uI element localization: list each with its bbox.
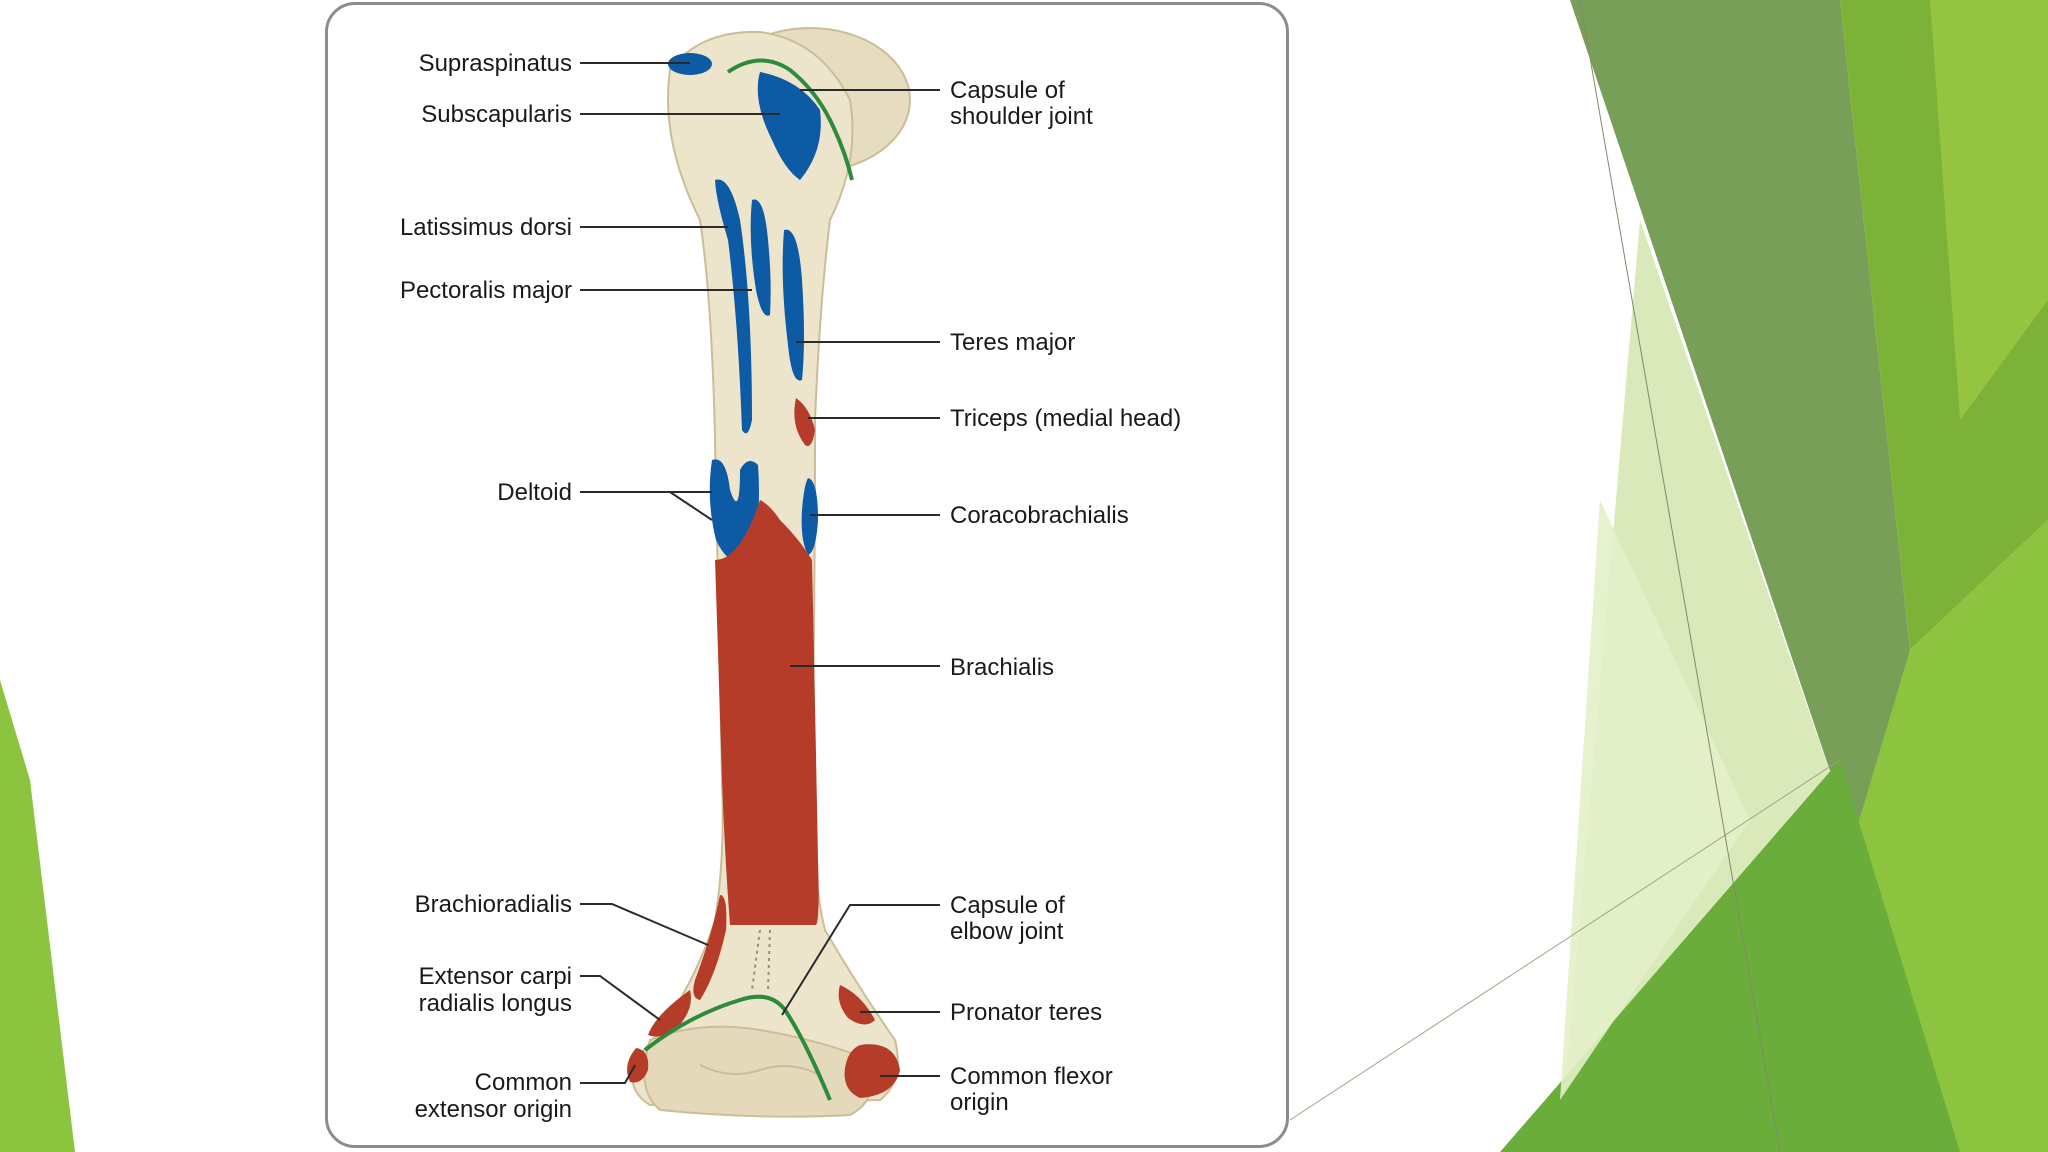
label-capsule-shoulder-line1: Capsule of xyxy=(950,77,1065,104)
thin-accent-line xyxy=(1289,759,1841,1121)
label-supraspinatus: Supraspinatus xyxy=(419,50,572,77)
label-common-flexor-line1: Common flexor xyxy=(950,1063,1113,1090)
label-pectoralis-major: Pectoralis major xyxy=(400,277,572,304)
green-facet-bottom xyxy=(1500,760,1960,1152)
label-ecrl-line2: radialis longus xyxy=(419,990,572,1017)
thin-accent-line xyxy=(1579,0,1781,1152)
label-capsule-elbow-line2: elbow joint xyxy=(950,918,1064,945)
green-facet-yellow xyxy=(1930,0,2048,420)
label-deltoid: Deltoid xyxy=(497,479,572,506)
leader-lines-right xyxy=(781,89,940,1077)
label-common-extensor-line2: extensor origin xyxy=(415,1096,572,1123)
pronator-teres-area xyxy=(838,985,875,1025)
origin-areas xyxy=(627,398,900,1098)
label-teres-major: Teres major xyxy=(950,329,1075,356)
label-capsule-shoulder-line2: shoulder joint xyxy=(950,103,1093,130)
elbow-dotted-fossa xyxy=(751,929,771,991)
label-brachioradialis: Brachioradialis xyxy=(415,891,572,918)
brachialis-area xyxy=(715,500,819,925)
brachioradialis-area xyxy=(693,895,727,1000)
label-common-flexor-line2: origin xyxy=(950,1089,1009,1116)
left-green-strip xyxy=(0,680,75,1152)
elbow-capsule-line xyxy=(643,994,832,1101)
common-flexor-area xyxy=(844,1044,900,1098)
label-coracobrachialis: Coracobrachialis xyxy=(950,502,1129,529)
label-subscapularis: Subscapularis xyxy=(421,101,572,128)
green-facet-pale xyxy=(1560,500,1750,1100)
pectoralis-major-area xyxy=(750,199,771,316)
leader-lines-left xyxy=(580,62,780,1084)
subscapularis-area xyxy=(757,72,821,180)
ecrl-area xyxy=(648,990,691,1037)
label-capsule-elbow-line1: Capsule of xyxy=(950,892,1065,919)
label-triceps-medial: Triceps (medial head) xyxy=(950,405,1181,432)
shoulder-capsule-line xyxy=(726,58,854,181)
label-common-extensor-line1: Common xyxy=(475,1069,572,1096)
label-ecrl-line1: Extensor carpi xyxy=(419,963,572,990)
triceps-medial-area xyxy=(794,398,815,446)
common-extensor-area xyxy=(627,1048,649,1083)
trochlea-groove xyxy=(699,1064,821,1076)
coracobrachialis-area xyxy=(801,478,818,555)
latissimus-dorsi-area xyxy=(715,179,752,434)
label-latissimus-dorsi: Latissimus dorsi xyxy=(400,214,572,241)
label-pronator-teres: Pronator teres xyxy=(950,999,1102,1026)
label-brachialis: Brachialis xyxy=(950,654,1054,681)
green-facet-dark xyxy=(1570,0,1910,860)
